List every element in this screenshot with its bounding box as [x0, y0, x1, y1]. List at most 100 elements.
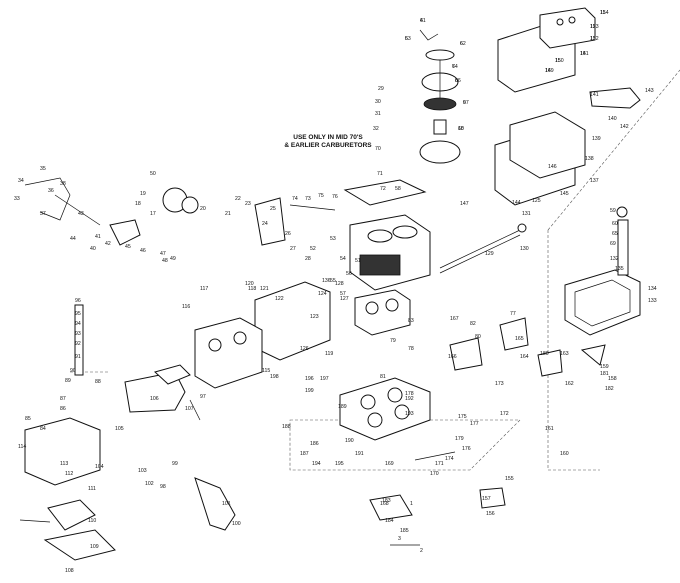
- part-number-label: 167: [450, 316, 459, 322]
- part-number-label: 78: [408, 346, 414, 352]
- part-number-label: 97: [200, 394, 206, 400]
- part-number-label: 26: [285, 231, 291, 237]
- part-number-label: 101: [222, 501, 231, 507]
- part-number-label: 172: [500, 411, 509, 417]
- part-number-label: 103: [138, 468, 147, 474]
- part-number-label: 126: [300, 346, 309, 352]
- part-number-label: 176: [462, 446, 471, 452]
- part-number-label: 118: [248, 286, 256, 292]
- part-number-label: 163: [560, 351, 569, 357]
- part-number-label: 21: [225, 211, 231, 217]
- part-number-label: 185: [400, 528, 409, 534]
- part-number-label: 129: [485, 251, 494, 257]
- part-number-label: 192: [405, 396, 414, 402]
- part-number-label: 160: [560, 451, 569, 457]
- part-number-label: 13: [590, 36, 596, 42]
- usage-note-line1: USE ONLY IN MID 70'S: [293, 134, 363, 141]
- part-number-label: 171: [435, 461, 444, 467]
- part-number-label: 85: [25, 416, 31, 422]
- part-number-label: 188: [282, 424, 291, 430]
- part-number-label: 8: [455, 78, 458, 84]
- part-number-label: 189: [338, 404, 347, 410]
- part-number-label: 184: [385, 518, 394, 524]
- part-number-label: 40: [90, 246, 96, 252]
- part-number-label: 104: [95, 464, 104, 470]
- part-number-label: 34: [18, 178, 24, 184]
- part-number-label: 142: [620, 124, 629, 130]
- part-number-label: 109: [90, 544, 99, 550]
- part-number-label: 87: [60, 396, 66, 402]
- part-number-label: 133: [648, 298, 657, 304]
- part-number-label: 23: [245, 201, 251, 207]
- part-number-label: 89: [65, 378, 71, 384]
- part-number-label: 59: [610, 208, 616, 214]
- part-number-label: 62: [460, 41, 466, 47]
- part-number-label: 32: [373, 126, 379, 132]
- part-number-label: 141: [590, 92, 599, 98]
- part-number-label: 153: [590, 24, 599, 30]
- part-number-label: 94: [75, 321, 81, 327]
- part-number-label: 74: [292, 196, 298, 202]
- part-number-label: 44: [70, 236, 76, 242]
- part-number-label: 14: [580, 51, 586, 57]
- part-number-label: 100: [232, 521, 241, 527]
- part-number-label: 116: [182, 304, 190, 310]
- linkage-parts: [24, 177, 336, 246]
- part-number-label: 49: [170, 256, 176, 262]
- part-number-label: 136: [322, 278, 331, 284]
- part-number-label: 105: [115, 426, 124, 432]
- part-number-label: 159: [600, 364, 609, 370]
- part-number-label: 121: [260, 286, 269, 292]
- part-number-label: 154: [600, 10, 609, 16]
- part-number-label: 20: [200, 206, 206, 212]
- part-number-labels: 6163626466676815415315215115014914114314…: [14, 10, 657, 574]
- part-number-label: 12: [590, 24, 596, 30]
- part-number-label: 137: [590, 178, 599, 184]
- primary-metering-block: [494, 87, 641, 206]
- part-number-label: 81: [380, 374, 386, 380]
- usage-note: USE ONLY IN MID 70'S & EARLIER CARBURETO…: [268, 134, 388, 150]
- float-bowl-left: [19, 304, 236, 561]
- part-number-label: 70: [375, 146, 381, 152]
- part-number-label: 102: [145, 481, 154, 487]
- part-number-label: 125: [532, 198, 541, 204]
- part-number-label: 190: [345, 438, 354, 444]
- part-number-label: 36: [48, 188, 54, 194]
- usage-note-line2: & EARLIER CARBURETORS: [284, 142, 372, 149]
- part-number-label: 157: [482, 496, 491, 502]
- part-number-label: 165: [515, 336, 524, 342]
- part-number-label: 145: [560, 191, 569, 197]
- part-number-label: 3: [398, 536, 401, 542]
- part-number-label: 194: [312, 461, 321, 467]
- accelerator-pump-stack: [419, 29, 461, 164]
- part-number-label: 195: [335, 461, 344, 467]
- throttle-base-plate: [339, 377, 431, 441]
- part-number-label: 138: [585, 156, 594, 162]
- part-number-label: 139: [592, 136, 601, 142]
- part-number-label: 52: [310, 246, 316, 252]
- part-number-label: 183: [382, 498, 391, 504]
- part-number-label: 124: [318, 291, 327, 297]
- part-number-label: 161: [545, 426, 554, 432]
- part-number-label: 168: [380, 501, 389, 507]
- part-number-label: 131: [522, 211, 531, 217]
- part-number-label: 16: [545, 68, 551, 74]
- part-number-label: 150: [555, 58, 564, 64]
- part-number-label: 80: [475, 334, 481, 340]
- part-number-label: 93: [75, 331, 81, 337]
- part-number-label: 42: [105, 241, 111, 247]
- part-number-label: 156: [486, 511, 495, 517]
- part-number-label: 18: [135, 201, 141, 207]
- part-number-label: 45: [125, 244, 131, 250]
- part-number-label: 57: [340, 291, 346, 297]
- part-number-label: 69: [610, 241, 616, 247]
- part-number-label: 132: [610, 256, 619, 262]
- part-number-label: 17: [150, 211, 156, 217]
- part-number-label: 127: [340, 296, 349, 302]
- part-number-label: 112: [65, 471, 73, 477]
- part-number-label: 152: [590, 36, 599, 42]
- part-number-label: 158: [608, 376, 617, 382]
- part-number-label: 199: [305, 388, 314, 394]
- part-number-label: 147: [460, 201, 469, 207]
- part-number-label: 96: [75, 298, 81, 304]
